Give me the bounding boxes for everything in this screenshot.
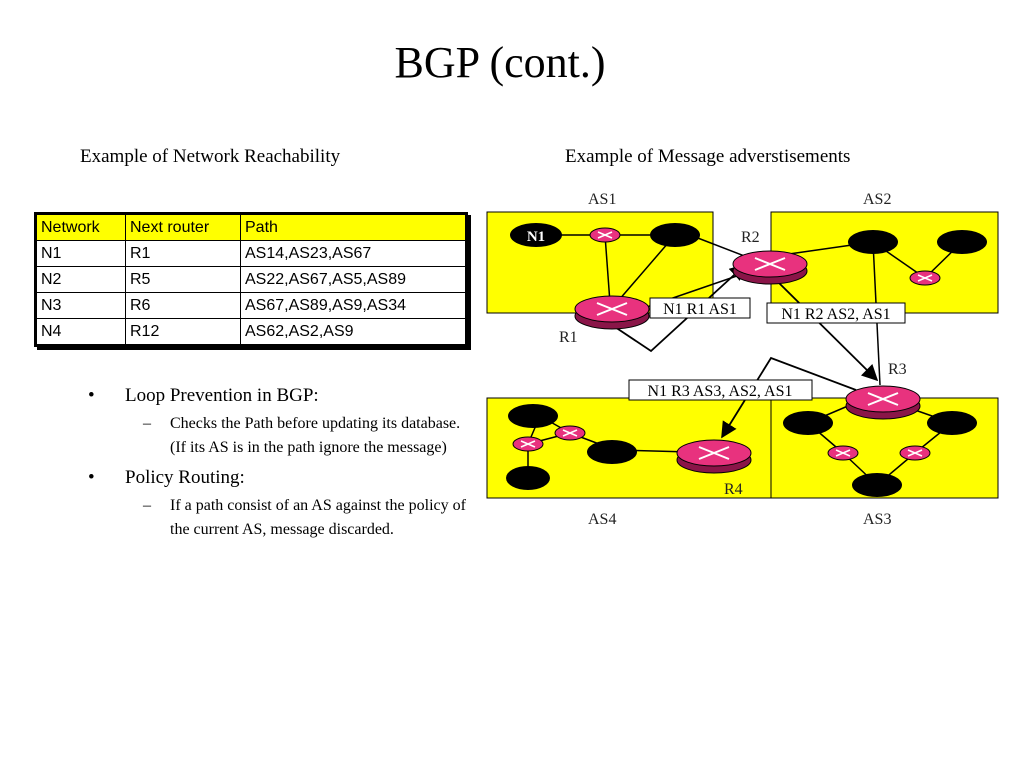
cell-next-router: R1 <box>125 240 241 267</box>
table-row: N2 R5 AS22,AS67,AS5,AS89 <box>35 266 467 293</box>
table-row: N1 R1 AS14,AS23,AS67 <box>35 240 467 267</box>
advertisement-arrows <box>611 263 879 439</box>
cell-network: N3 <box>35 292 126 319</box>
as2-region <box>770 211 999 314</box>
host-node <box>587 440 637 464</box>
bullet-dot-icon: • <box>88 385 95 406</box>
router-r3-label: R3 <box>888 361 907 378</box>
host-node <box>506 466 550 490</box>
small-routers <box>512 227 941 461</box>
router-r2 <box>732 250 808 285</box>
cell-network: N1 <box>35 240 126 267</box>
network-n1 <box>510 223 562 247</box>
as1-label: AS1 <box>588 191 616 208</box>
cell-network: N4 <box>35 318 126 346</box>
hosts <box>506 223 987 497</box>
bullet-item: • Policy Routing: <box>88 466 468 490</box>
router-icon <box>512 436 544 452</box>
router-r3 <box>845 385 921 420</box>
host-node <box>937 230 987 254</box>
host-node <box>508 404 558 428</box>
sub-bullet-item: – If a path consist of an AS against the… <box>88 494 468 542</box>
message-3-text: N1 R3 AS3, AS2, AS1 <box>648 383 793 400</box>
sub-bullet-text: Checks the Path before updating its data… <box>170 415 461 456</box>
network-n1-label: N1 <box>527 229 545 245</box>
host-node <box>783 411 833 435</box>
message-box-3: N1 R3 AS3, AS2, AS1 <box>628 379 813 401</box>
table-header-row: Network Next router Path <box>35 213 467 241</box>
as2-label: AS2 <box>863 191 891 208</box>
bullet-text: Loop Prevention in BGP: <box>125 385 319 406</box>
dash-icon: – <box>143 415 151 432</box>
message-1-text: N1 R1 AS1 <box>663 301 737 318</box>
message-2-text: N1 R2 AS2, AS1 <box>781 306 890 323</box>
dash-icon: – <box>143 497 151 514</box>
router-r2-label: R2 <box>741 229 760 246</box>
sub-bullet-item: – Checks the Path before updating its da… <box>88 412 468 460</box>
slide-title: BGP (cont.) <box>394 38 606 87</box>
router-icon <box>899 445 931 461</box>
router-icon <box>589 227 621 243</box>
cell-next-router: R6 <box>125 292 241 319</box>
router-icon <box>827 445 859 461</box>
as4-label: AS4 <box>588 511 616 528</box>
network-reachability-heading: Example of Network Reachability <box>80 146 341 167</box>
bullet-list: • Loop Prevention in BGP: – Checks the P… <box>88 384 468 548</box>
host-node <box>650 223 700 247</box>
bullet-dot-icon: • <box>88 467 95 488</box>
sub-bullet-text: If a path consist of an AS against the p… <box>170 497 466 538</box>
host-node <box>848 230 898 254</box>
routing-table: Network Next router Path N1 R1 AS14,AS23… <box>34 212 468 347</box>
router-icon <box>909 270 941 286</box>
cell-path: AS62,AS2,AS9 <box>240 318 467 346</box>
router-r1-label: R1 <box>559 329 578 346</box>
as3-label: AS3 <box>863 511 891 528</box>
host-node <box>852 473 902 497</box>
host-node <box>927 411 977 435</box>
message-advertisements-heading: Example of Message adverstisements <box>565 146 851 167</box>
cell-next-router: R12 <box>125 318 241 346</box>
router-icon <box>554 425 586 441</box>
router-r1 <box>574 295 650 330</box>
bullet-item: • Loop Prevention in BGP: <box>88 384 468 408</box>
message-box-1: N1 R1 AS1 <box>649 297 751 319</box>
cell-path: AS22,AS67,AS5,AS89 <box>240 266 467 293</box>
table-row: N4 R12 AS62,AS2,AS9 <box>35 318 467 346</box>
column-header-next-router: Next router <box>125 213 241 241</box>
router-r4-label: R4 <box>724 481 743 498</box>
column-header-path: Path <box>240 213 467 241</box>
bullet-text: Policy Routing: <box>125 467 245 488</box>
router-r4 <box>676 439 752 474</box>
message-box-2: N1 R2 AS2, AS1 <box>766 302 906 324</box>
